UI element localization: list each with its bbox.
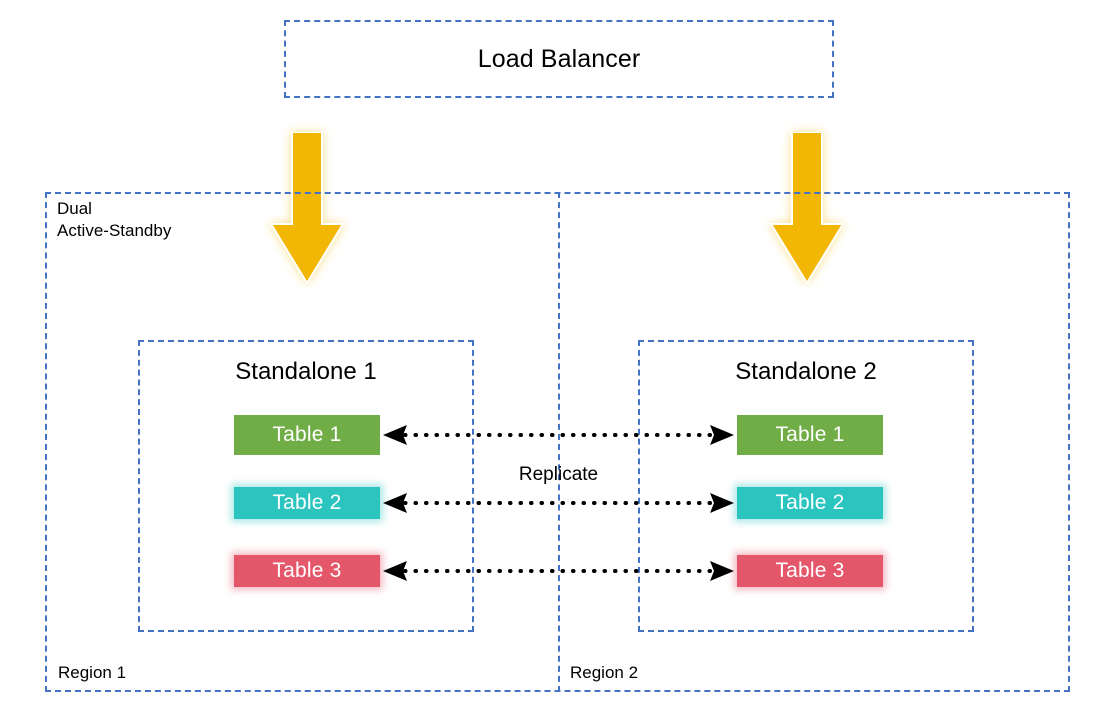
standalone-2-box: Standalone 2: [638, 340, 974, 632]
standalone-2-title: Standalone 2: [735, 358, 877, 385]
region-2-label: Region 2: [570, 663, 639, 682]
dual-active-standby-label: Dual Active-Standby: [57, 199, 172, 241]
table-label: Table 3: [272, 559, 342, 582]
standalone-1-title: Standalone 1: [235, 358, 377, 385]
table-label: Table 2: [272, 491, 342, 514]
table-label: Table 1: [272, 423, 342, 446]
region-divider: [558, 192, 560, 692]
standalone-1-box: Standalone 1: [138, 340, 474, 632]
replicate-label: Replicate: [518, 464, 599, 485]
standalone-2-table-1: Table 1: [737, 415, 883, 455]
region-1-label: Region 1: [58, 663, 127, 682]
table-label: Table 2: [775, 491, 845, 514]
table-label: Table 3: [775, 559, 845, 582]
table-label: Table 1: [775, 423, 845, 446]
standalone-1-table-2: Table 2: [234, 487, 380, 519]
replication-connector-table-2: [383, 493, 734, 513]
dual-active-standby-frame: [45, 192, 1070, 692]
replication-connector-table-3: [383, 561, 734, 581]
load-balancer-box: Load Balancer: [284, 20, 834, 98]
traffic-arrow-down-left-icon: [270, 132, 344, 284]
traffic-arrow-down-right-icon: [770, 132, 844, 284]
standalone-1-table-1: Table 1: [234, 415, 380, 455]
replication-connector-table-1: [383, 425, 734, 445]
standalone-1-table-3: Table 3: [234, 555, 380, 587]
standalone-2-table-2: Table 2: [737, 487, 883, 519]
standalone-2-table-3: Table 3: [737, 555, 883, 587]
load-balancer-label: Load Balancer: [477, 44, 641, 73]
